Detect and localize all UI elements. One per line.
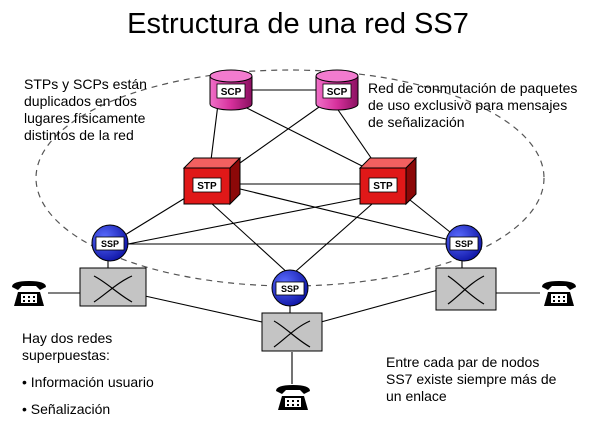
bullet-signaling: • Señalización	[22, 401, 111, 417]
note-duplication: STPs y SCPs están duplicados en dos luga…	[24, 76, 147, 144]
note-line: lugares físicamente	[24, 110, 146, 126]
telephone-bottom	[276, 385, 310, 410]
ssp-node-1: SSP	[91, 224, 129, 262]
telephone-icon	[276, 385, 310, 410]
scp-label: SCP	[221, 87, 242, 98]
telephone-icon	[12, 281, 46, 306]
note-line: distintos de la red	[24, 127, 134, 143]
link-stp1-ssp1	[119, 194, 191, 239]
bullet-user-info: • Información usuario	[22, 374, 154, 390]
telephone-icon	[542, 281, 576, 306]
telephone-left	[12, 281, 46, 306]
ssp-label: SSP	[101, 239, 119, 249]
stp-label: STP	[373, 181, 393, 192]
link-switch2-switch3	[320, 289, 439, 323]
signaling-network-boundary	[35, 69, 545, 287]
switch-2	[261, 312, 323, 352]
note-overlay-networks: Hay dos redes superpuestas: • Informació…	[22, 330, 154, 418]
switch-icon	[79, 267, 147, 307]
note-line: SS7 existe siempre más de	[386, 371, 557, 387]
link-scp1-stp1	[209, 103, 219, 169]
switch-3	[435, 267, 497, 311]
telephone-right	[542, 281, 576, 306]
switch-1	[79, 267, 147, 307]
link-scp2-stp2	[333, 103, 379, 169]
link-stp2-ssp1	[127, 197, 363, 245]
link-switch1-switch2	[144, 295, 263, 323]
stp-node-1: STP	[182, 156, 242, 206]
ssp-label: SSP	[281, 284, 299, 294]
note-line: de uso exclusivo para mensajes	[368, 97, 568, 113]
scp-node-2: SCP	[315, 69, 359, 111]
link-stp1-ssp3	[235, 187, 451, 241]
note-line: duplicados en dos	[24, 93, 137, 109]
link-stp2-ssp2	[294, 203, 373, 273]
note-line: un enlace	[386, 388, 447, 404]
link-scp2-stp1	[229, 99, 330, 171]
links	[48, 89, 540, 384]
stp-node-2: STP	[358, 156, 418, 206]
page-title: Estructura de una red SS7	[127, 8, 469, 40]
note-redundant-links: Entre cada par de nodos SS7 existe siemp…	[386, 354, 556, 405]
ssp-label: SSP	[455, 239, 473, 249]
link-stp2-ssp3	[409, 199, 451, 233]
note-line: Hay dos redes	[22, 330, 113, 346]
stp-label: STP	[197, 181, 217, 192]
scp-label: SCP	[327, 87, 348, 98]
ssp-node-2: SSP	[271, 269, 309, 307]
note-line: superpuestas:	[22, 347, 110, 363]
note-packet-network: Red de conmutación de paquetes de uso ex…	[368, 80, 577, 131]
link-stp1-ssp2	[209, 201, 291, 276]
note-line: Red de conmutación de paquetes	[368, 80, 578, 96]
link-scp1-stp2	[230, 99, 371, 171]
note-line: STPs y SCPs están	[24, 76, 147, 92]
ssp-node-3: SSP	[445, 224, 483, 262]
note-line: Entre cada par de nodos	[386, 354, 540, 370]
note-line: de señalización	[368, 114, 465, 130]
scp-node-1: SCP	[209, 69, 253, 111]
